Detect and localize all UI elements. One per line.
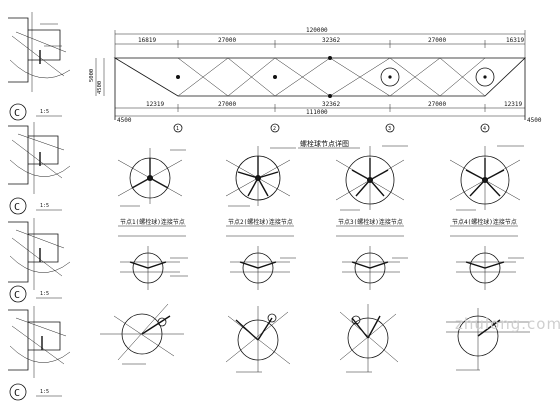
top-dim-3: 32362 — [322, 37, 340, 44]
left-detail-2: C 1:5 — [8, 122, 71, 215]
end-dim-right: 4500 — [527, 117, 542, 124]
height-dim-2: 4500 — [97, 81, 103, 94]
node-elev-3 — [342, 246, 408, 290]
node-section-1 — [100, 303, 184, 365]
bottom-total-dim: 111000 — [306, 109, 328, 116]
truss-elevation: 120000 16819 27000 32362 27000 16319 500… — [89, 27, 542, 133]
node-section-3 — [339, 304, 399, 373]
watermark-text: zhulong.com — [455, 315, 560, 333]
end-dim-left: 4500 — [117, 117, 132, 124]
node-plan-4 — [449, 145, 524, 211]
node-plan-row — [117, 145, 524, 211]
node-elev-2 — [230, 246, 296, 290]
left-circle-label-4: C — [14, 388, 20, 399]
top-total-dim: 120000 — [306, 27, 328, 34]
node-label-1: 节点1(螺栓球)连接节点 — [120, 218, 185, 226]
left-detail-text-1: 1:5 — [40, 109, 49, 115]
node-elevation-row — [120, 246, 524, 290]
node-section-row — [100, 303, 530, 373]
grid-mark-2: 2 — [273, 126, 276, 132]
node-label-4: 节点4(螺栓球)连接节点 — [452, 218, 517, 226]
grid-mark-4: 4 — [483, 126, 486, 132]
node-elev-1 — [120, 246, 188, 290]
left-detail-text-2: 1:5 — [40, 203, 49, 209]
node-section-2 — [225, 306, 291, 373]
left-circle-label-3: C — [14, 290, 20, 301]
top-dim-4: 27000 — [428, 37, 446, 44]
node-plan-1 — [117, 148, 186, 207]
left-circle-label-2: C — [14, 202, 20, 213]
bottom-dim-4: 27000 — [428, 101, 446, 108]
top-dim-2: 27000 — [218, 37, 236, 44]
left-detail-4: C 1:5 — [8, 306, 71, 401]
top-dim-5: 16319 — [506, 37, 524, 44]
left-detail-text-4: 1:5 — [40, 389, 49, 395]
height-dim-1: 5000 — [89, 69, 95, 82]
left-detail-1: C 1:5 — [8, 12, 71, 121]
bottom-dim-5: 12319 — [504, 101, 522, 108]
bottom-dim-3: 32362 — [322, 101, 340, 108]
section-header: 螺栓球节点详图 — [300, 139, 349, 148]
grid-mark-1: 1 — [176, 126, 179, 132]
left-detail-text-3: 1:5 — [40, 291, 49, 297]
left-detail-column: C 1:5 C 1:5 C 1:5 — [8, 12, 71, 401]
node-section-4 — [446, 308, 530, 371]
node-label-2: 节点2(螺栓球)连接节点 — [228, 218, 293, 226]
node-plan-2 — [225, 146, 296, 207]
node-label-row: 节点1(螺栓球)连接节点 节点2(螺栓球)连接节点 节点3(螺栓球)连接节点 节… — [118, 218, 518, 237]
node-plan-3 — [335, 145, 408, 211]
bottom-dim-1: 12319 — [146, 101, 164, 108]
node-label-3: 节点3(螺栓球)连接节点 — [338, 218, 403, 226]
grid-mark-3: 3 — [388, 126, 391, 132]
left-detail-3: C 1:5 — [8, 218, 71, 303]
left-circle-label-1: C — [14, 108, 20, 119]
bottom-dim-2: 27000 — [218, 101, 236, 108]
node-elev-4 — [456, 246, 524, 290]
top-dim-1: 16819 — [138, 37, 156, 44]
